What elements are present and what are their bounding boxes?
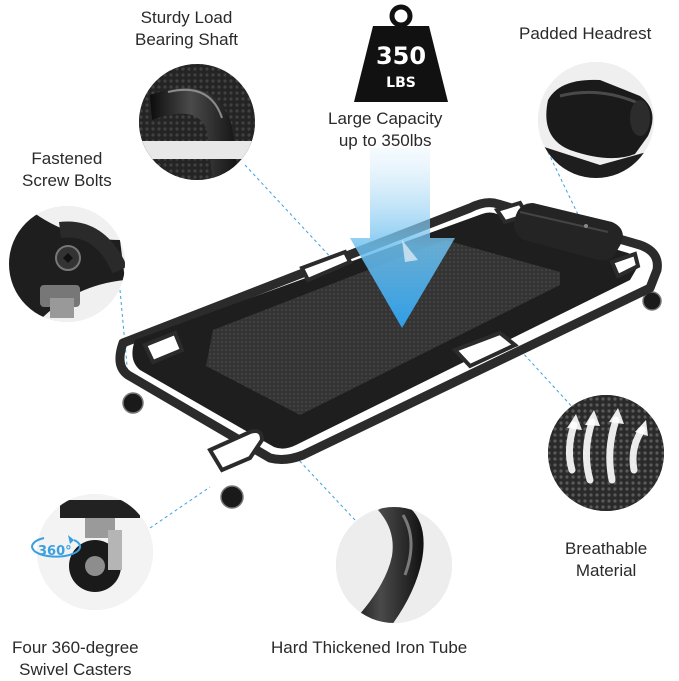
creeper-body [115, 198, 662, 509]
handle-cutouts [142, 200, 641, 473]
shaft-label: Sturdy Load Bearing Shaft [135, 7, 238, 51]
capacity-label: Large Capacity up to 350lbs [328, 108, 442, 152]
bolts-label-line1: Fastened [31, 149, 103, 168]
weight-value: 350 [376, 42, 426, 70]
weight-unit: LBS [386, 75, 416, 91]
casters-label: Four 360-degree Swivel Casters [12, 637, 139, 681]
tube-label: Hard Thickened Iron Tube [271, 637, 467, 659]
shaft-label-line2: Bearing Shaft [135, 30, 239, 49]
tube-label-text: Hard Thickened Iron Tube [271, 638, 468, 657]
casters-detail-circle: 360° [31, 494, 153, 610]
headrest-label-text: Padded Headrest [519, 24, 652, 43]
connector-tube [294, 455, 356, 521]
rotation-icon [31, 535, 82, 558]
capacity-label-line1: Large Capacity [328, 109, 443, 128]
material-label-line1: Breathable [565, 539, 648, 558]
bolts-label-line2: Screw Bolts [22, 171, 112, 190]
caster-rotation-badge: 360° [38, 544, 72, 559]
connector-bolts [119, 289, 129, 377]
bolts-detail-circle [9, 206, 125, 322]
casters-label-line2: Swivel Casters [19, 660, 132, 679]
headrest-pad [514, 203, 623, 261]
connector-casters [149, 486, 211, 529]
frame-tube [115, 198, 662, 464]
connector-headrest [547, 151, 584, 226]
material-label-line2: Material [575, 561, 637, 580]
casters-label-line1: Four 360-degree [12, 638, 139, 657]
tube-detail-circle [336, 507, 452, 623]
material-label: Breathable Material [565, 538, 647, 582]
connector-shaft [244, 164, 336, 263]
headrest-label: Padded Headrest [519, 23, 651, 45]
shaft-detail-circle [139, 64, 255, 180]
shaft-label-line1: Sturdy Load [140, 8, 233, 27]
material-detail-circle [548, 395, 664, 511]
bolts-label: Fastened Screw Bolts [22, 148, 112, 192]
arrow-down-icon [350, 148, 455, 328]
headrest-detail-circle [538, 62, 654, 178]
weight-icon: 350 LBS [354, 4, 448, 102]
mesh-panel [206, 240, 560, 415]
capacity-label-line2: up to 350lbs [338, 131, 432, 150]
